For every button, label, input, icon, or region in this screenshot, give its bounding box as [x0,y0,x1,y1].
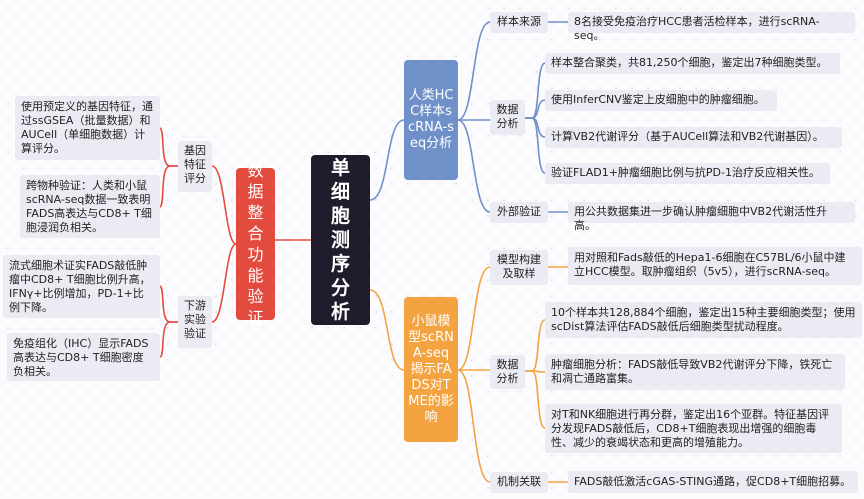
sub-mechanism[interactable]: 机制关联 [490,472,548,493]
sub-label: 外部验证 [497,205,541,218]
leaf-node[interactable]: 样本整合聚类，共81,250个细胞，鉴定出7种细胞类型。 [545,53,840,74]
leaf-text: 样本整合聚类，共81,250个细胞，鉴定出7种细胞类型。 [551,56,828,69]
leaf-text: 流式细胞术证实FADS敲低肿瘤中CD8+ T细胞比例升高，IFNγ+比例增加，P… [9,259,151,314]
leaf-text: 使用InferCNV鉴定上皮细胞中的肿瘤细胞。 [551,93,765,106]
branch-human-hcc[interactable]: 人类HCC样本scRNA-seq分析 [404,60,458,180]
leaf-node[interactable]: 10个样本共128,884个细胞，鉴定出15种主要细胞类型；使用scDist算法… [545,302,862,338]
leaf-node[interactable]: 肿瘤细胞分析：FADS敲低导致VB2代谢评分下降，铁死亡和凋亡通路富集。 [545,354,845,390]
leaf-node[interactable]: 验证FLAD1+肿瘤细胞比例与抗PD-1治疗反应相关性。 [545,163,830,184]
branch-label: 数据整合功能验证 [247,161,264,327]
leaf-text: FADS敲低激活cGAS-STING通路，促CD8+T细胞招募。 [574,475,852,488]
root-label: 单细胞测序分析 [330,157,350,323]
leaf-text: 验证FLAD1+肿瘤细胞比例与抗PD-1治疗反应相关性。 [551,166,820,179]
leaf-node[interactable]: 免疫组化（IHC）显示FADS高表达与CD8+ T细胞密度负相关。 [7,333,160,381]
leaf-node[interactable]: 用对照和Fads敲低的Hepa1-6细胞在C57BL/6小鼠中建立HCC模型。取… [568,247,862,285]
sub-label: 数据分析 [496,358,519,385]
sub-label: 下游实验验证 [184,299,206,340]
leaf-node[interactable]: 使用InferCNV鉴定上皮细胞中的肿瘤细胞。 [545,90,777,111]
sub-label: 基因特征评分 [184,144,206,185]
leaf-text: 对T和NK细胞进行再分群，鉴定出16个亚群。特征基因评分发现FADS敲低后，CD… [551,408,830,449]
leaf-text: 使用预定义的基因特征，通过ssGSEA（批量数据）和AUCell（单细胞数据）计… [21,100,153,155]
leaf-text: 计算VB2代谢评分（基于AUCell算法和VB2代谢基因）。 [551,130,824,143]
sub-label: 机制关联 [497,475,541,488]
leaf-node[interactable]: 用公共数据集进一步确认肿瘤细胞中VB2代谢活性升高。 [568,202,855,232]
leaf-node[interactable]: 跨物种验证：人类和小鼠scRNA-seq数据一致表明FADS高表达与CD8+ T… [20,175,160,238]
sub-label: 数据分析 [496,103,519,130]
leaf-text: 免疫组化（IHC）显示FADS高表达与CD8+ T细胞密度负相关。 [13,337,149,378]
leaf-text: 用公共数据集进一步确认肿瘤细胞中VB2代谢活性升高。 [574,205,828,232]
sub-data-analysis[interactable]: 数据分析 [490,100,525,135]
branch-label: 小鼠模型scRNA-seq揭示FADS对TME的影响 [408,313,454,425]
sub-downstream-experiments[interactable]: 下游实验验证 [178,296,212,348]
branch-data-integration[interactable]: 数据整合功能验证 [236,161,275,327]
sub-label: 样本来源 [497,15,541,28]
leaf-node[interactable]: 流式细胞术证实FADS敲低肿瘤中CD8+ T细胞比例升高，IFNγ+比例增加，P… [3,255,160,318]
leaf-text: 用对照和Fads敲低的Hepa1-6细胞在C57BL/6小鼠中建立HCC模型。取… [574,251,846,278]
sub-model-construction[interactable]: 模型构建及取样 [490,250,548,285]
leaf-node[interactable]: 8名接受免疫治疗HCC患者活检样本，进行scRNA-seq。 [568,12,855,42]
sub-label: 模型构建及取样 [497,253,541,280]
leaf-text: 跨物种验证：人类和小鼠scRNA-seq数据一致表明FADS高表达与CD8+ T… [26,179,152,234]
sub-data-analysis[interactable]: 数据分析 [490,355,525,389]
sub-sample-source[interactable]: 样本来源 [490,12,548,33]
sub-gene-signature[interactable]: 基因特征评分 [178,141,212,192]
branch-label: 人类HCC样本scRNA-seq分析 [408,88,454,151]
leaf-node[interactable]: 使用预定义的基因特征，通过ssGSEA（批量数据）和AUCell（单细胞数据）计… [15,96,160,160]
root-node[interactable]: 单细胞测序分析 [311,155,370,325]
branch-mouse-model[interactable]: 小鼠模型scRNA-seq揭示FADS对TME的影响 [404,297,458,442]
leaf-text: 肿瘤细胞分析：FADS敲低导致VB2代谢评分下降，铁死亡和凋亡通路富集。 [551,358,833,385]
leaf-text: 8名接受免疫治疗HCC患者活检样本，进行scRNA-seq。 [574,15,820,42]
leaf-node[interactable]: 对T和NK细胞进行再分群，鉴定出16个亚群。特征基因评分发现FADS敲低后，CD… [545,404,842,453]
leaf-text: 10个样本共128,884个细胞，鉴定出15种主要细胞类型；使用scDist算法… [551,306,856,333]
leaf-node[interactable]: FADS敲低激活cGAS-STING通路，促CD8+T细胞招募。 [568,471,858,493]
sub-external-validation[interactable]: 外部验证 [490,202,548,223]
leaf-node[interactable]: 计算VB2代谢评分（基于AUCell算法和VB2代谢基因）。 [545,127,842,148]
